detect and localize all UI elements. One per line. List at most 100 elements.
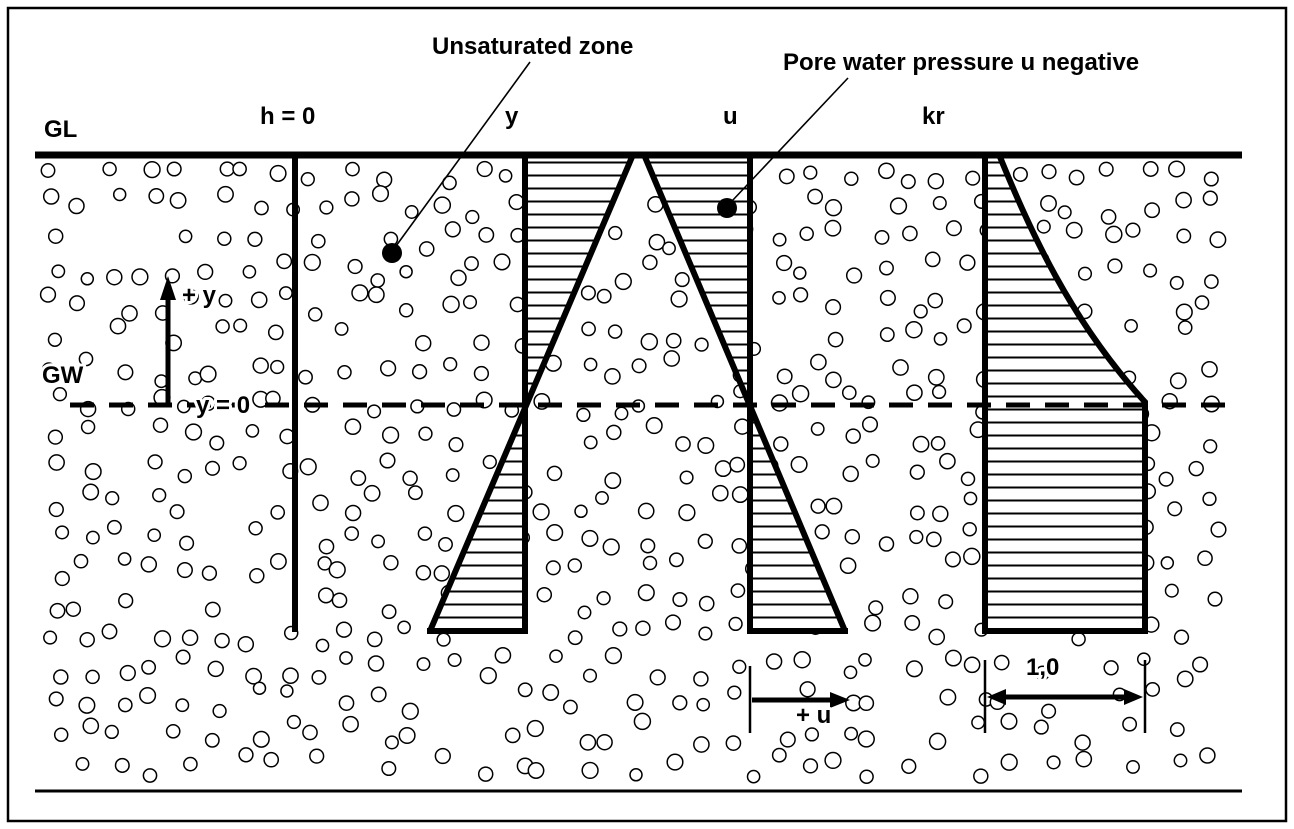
soil-particle-icon <box>345 161 360 177</box>
soil-particle-icon <box>447 504 465 523</box>
soil-particle-icon <box>434 747 451 765</box>
soil-particle-icon <box>793 650 811 669</box>
soil-particle-icon <box>307 307 323 322</box>
soil-particle-icon <box>1201 360 1218 378</box>
soil-particle-icon <box>199 365 217 383</box>
soil-particle-icon <box>1176 228 1192 244</box>
soil-particle-icon <box>473 334 490 351</box>
soil-particle-icon <box>376 171 393 188</box>
soil-particle-icon <box>404 205 419 219</box>
soil-particle-icon <box>945 220 962 237</box>
soil-particle-icon <box>1204 274 1219 289</box>
soil-particle-icon <box>217 231 232 246</box>
soil-particle-icon <box>825 299 842 316</box>
soil-particle-icon <box>166 161 182 177</box>
soil-particle-icon <box>78 351 94 367</box>
soil-particle-icon <box>607 324 623 339</box>
soil-particle-icon <box>678 503 696 522</box>
soil-particle-icon <box>729 456 746 473</box>
plus-u-arrowhead-icon <box>830 692 850 708</box>
soil-particle-icon <box>367 404 382 419</box>
soil-particle-icon <box>879 289 896 306</box>
soil-particle-icon <box>397 620 411 635</box>
soil-particle-icon <box>48 501 64 518</box>
soil-particle-icon <box>814 524 830 540</box>
soil-particle-icon <box>40 163 56 178</box>
soil-particle-icon <box>252 681 267 695</box>
soil-particle-icon <box>248 521 263 536</box>
unsaturated-zone-callout <box>382 61 531 263</box>
soil-particle-icon <box>55 525 70 540</box>
soil-particle-icon <box>143 160 161 179</box>
soil-particle-icon <box>604 646 623 665</box>
soil-particle-icon <box>433 196 452 214</box>
soil-particle-icon <box>350 470 367 487</box>
soil-particle-icon <box>670 290 688 308</box>
soil-particle-icon <box>802 758 819 774</box>
soil-particle-icon <box>1143 263 1158 278</box>
soil-particle-icon <box>153 630 172 648</box>
soil-particle-icon <box>218 293 233 308</box>
soil-particle-icon <box>858 653 872 667</box>
soil-particle-icon <box>147 454 163 470</box>
soil-particle-icon <box>861 416 879 433</box>
soil-particle-icon <box>532 503 550 521</box>
plus-u-dimension <box>748 666 850 733</box>
soil-particle-icon <box>939 688 957 706</box>
soil-particle-icon <box>82 717 100 735</box>
soil-particle-icon <box>315 638 330 653</box>
soil-particle-icon <box>666 753 684 771</box>
kr-diagram-region <box>985 158 1145 630</box>
soil-particle-icon <box>1192 656 1209 673</box>
soil-particle-icon <box>344 191 360 207</box>
soil-particle-icon <box>602 538 620 556</box>
soil-particle-icon <box>175 649 191 665</box>
soil-particle-icon <box>383 555 399 571</box>
soil-particle-icon <box>443 357 458 372</box>
soil-particle-icon <box>580 285 596 301</box>
soil-particle-icon <box>631 358 647 374</box>
soil-particle-icon <box>142 768 158 783</box>
soil-particle-icon <box>1142 161 1159 177</box>
soil-particle-icon <box>1207 591 1223 607</box>
soil-particle-icon <box>905 320 923 339</box>
soil-particle-icon <box>648 233 666 251</box>
soil-particle-icon <box>892 359 909 376</box>
soil-particle-icon <box>799 226 814 241</box>
soil-particle-icon <box>465 209 480 225</box>
soil-particle-icon <box>269 164 287 182</box>
soil-particle-icon <box>176 562 193 579</box>
soil-particle-icon <box>827 331 844 348</box>
soil-particle-icon <box>637 502 655 520</box>
soil-particle-icon <box>49 602 66 619</box>
soil-particle-icon <box>416 657 431 672</box>
soil-particle-icon <box>1203 439 1218 454</box>
soil-particle-icon <box>965 170 981 186</box>
soil-particle-icon <box>418 241 435 257</box>
soil-particle-icon <box>803 165 818 180</box>
soil-particle-icon <box>645 417 663 435</box>
pore-water-label: Pore water pressure u negative <box>783 49 1139 76</box>
soil-particle-icon <box>1158 471 1174 487</box>
soil-particle-icon <box>698 626 713 641</box>
soil-particle-icon <box>932 196 947 211</box>
soil-particle-icon <box>407 485 423 501</box>
soil-particle-icon <box>204 601 221 618</box>
soil-particle-icon <box>928 628 946 646</box>
soil-particle-icon <box>562 699 578 715</box>
soil-particle-icon <box>810 421 825 436</box>
soil-particle-icon <box>545 560 561 576</box>
soil-particle-icon <box>337 365 352 380</box>
y-zero-label: y = 0 <box>196 392 250 419</box>
soil-particle-icon <box>612 621 628 637</box>
soil-particle-icon <box>446 402 462 417</box>
soil-particle-icon <box>675 436 691 452</box>
soil-particle-icon <box>909 464 925 480</box>
soil-particle-icon <box>963 656 981 674</box>
soil-particle-icon <box>117 552 132 566</box>
soil-particle-icon <box>247 231 263 247</box>
soil-particle-icon <box>604 472 622 490</box>
soil-particle-icon <box>1041 163 1057 180</box>
soil-particle-icon <box>1169 722 1185 738</box>
soil-particle-icon <box>844 171 859 186</box>
